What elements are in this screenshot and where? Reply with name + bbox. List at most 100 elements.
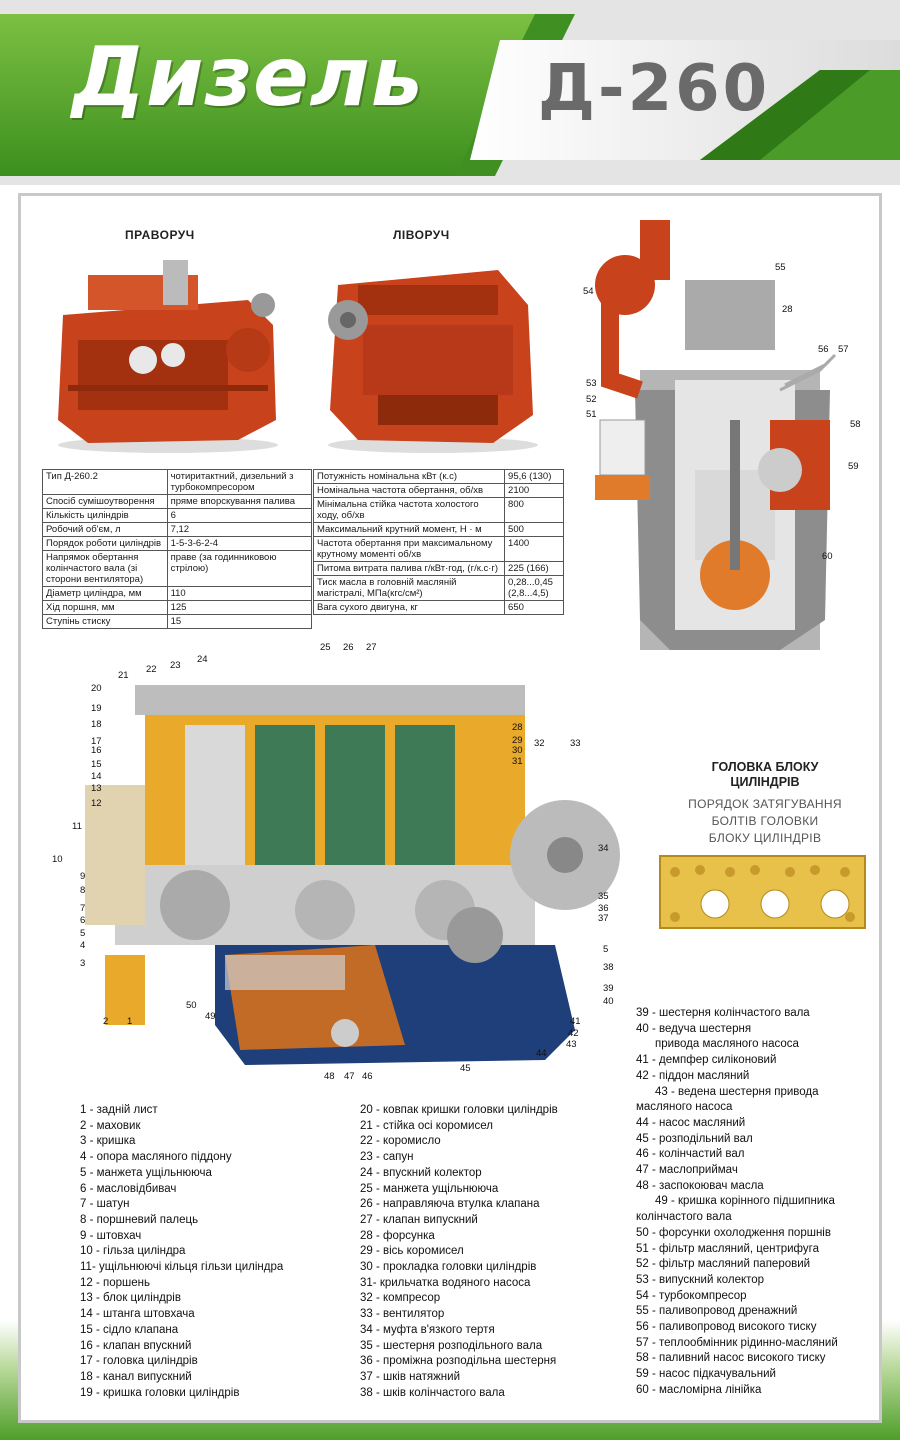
legend-item: 37 - шків натяжний [360,1370,461,1383]
spec-label: Вага сухого двигуна, кг [312,600,506,615]
callout-27: 27 [366,642,377,653]
callout-7: 7 [80,903,86,914]
spec-value: 0,28...0,45 (2,8...4,5) [504,575,564,601]
legend-item: масляного насоса [636,1101,733,1114]
callout-11: 11 [72,821,82,832]
callout-39: 39 [603,983,614,994]
legend-item: 59 - насос підкачувальний [636,1368,776,1381]
callout-33: 33 [570,738,581,749]
callout-19: 19 [91,703,102,714]
callout-34: 34 [598,843,609,854]
spec-label: Тип Д-260.2 [42,469,168,495]
callout-21: 21 [118,670,129,681]
spec-label: Потужність номінальна кВт (к.с) [312,469,506,484]
callout-28: 28 [512,722,523,733]
spec-value: чотиритактний, дизельний з турбокомпресо… [166,469,313,495]
spec-value: праве (за годинниковою стрілою) [166,550,313,587]
legend-item: 36 - проміжна розподільна шестерня [360,1355,557,1368]
legend-item: 60 - масломірна лінійка [636,1383,762,1396]
callout-56: 56 [818,344,829,355]
callout-20: 20 [91,683,102,694]
legend-item: 50 - форсунки охолодження поршнів [636,1226,831,1239]
legend-item: 45 - розподільний вал [636,1132,753,1145]
callout-16: 16 [91,745,102,756]
legend-item: 51 - фільтр масляний, центрифуга [636,1242,819,1255]
legend-item: 57 - теплообмінник рідинно-масляний [636,1336,838,1349]
legend-item: 8 - поршневий палець [80,1213,199,1226]
legend-item: 18 - канал випускний [80,1370,192,1383]
spec-value: пряме впорскування палива [166,494,313,509]
spec-value: 125 [166,600,313,615]
legend-item: 27 - клапан випускний [360,1213,478,1226]
legend-item: 44 - насос масляний [636,1116,746,1129]
legend-item: 22 - коромисло [360,1135,441,1148]
legend-item: 25 - манжета ущільнююча [360,1182,499,1195]
callout-38: 38 [603,962,614,973]
legend-item: 48 - заспокоювач масла [636,1179,764,1192]
legend-item: 21 - стійка осі коромисел [360,1119,493,1132]
legend-item: 40 - ведуча шестерня [636,1022,752,1035]
callout-12: 12 [91,798,102,809]
callout-41: 41 [570,1016,581,1027]
callout-13: 13 [91,783,102,794]
legend-item: 42 - піддон масляний [636,1069,750,1082]
cylinder-head-image [659,855,866,929]
legend-item: 23 - сапун [360,1151,414,1164]
callout-22: 22 [146,664,157,675]
spec-label: Номінальна частота обертання, об/хв [312,483,506,498]
callout-42: 42 [568,1028,579,1039]
callout-14: 14 [91,771,102,782]
callout-46: 46 [362,1071,373,1082]
callout-24: 24 [197,654,208,665]
view-label-left: ЛІВОРУЧ [393,228,450,242]
spec-label: Тиск масла в головній масляній магістрал… [312,575,506,601]
callout-15: 15 [91,759,102,770]
spec-value: 110 [166,586,313,601]
legend-item: 56 - паливопровод високого тиску [636,1321,817,1334]
spec-label: Мінімальна стійка частота холостого ходу… [312,497,506,523]
spec-label: Кількість циліндрів [42,508,168,523]
view-label-right: ПРАВОРУЧ [125,228,195,242]
legend-item: 7 - шатун [80,1198,130,1211]
callout-5: 5 [603,944,609,955]
legend-item: 10 - гільза циліндра [80,1245,186,1258]
head-block-subtitle: ПОРЯДОК ЗАТЯГУВАННЯ БОЛТІВ ГОЛОВКИ БЛОКУ… [688,797,842,845]
callout-40: 40 [603,996,614,1007]
spec-label: Максимальний крутний момент, Н · м [312,522,506,537]
callout-1: 1 [127,1016,133,1027]
legend-item: 12 - поршень [80,1276,150,1289]
legend-item: 33 - вентилятор [360,1308,445,1321]
callout-2: 2 [103,1016,109,1027]
spec-value: 95,6 (130) [504,469,564,484]
legend-item: 47 - маслоприймач [636,1164,738,1177]
callout-60: 60 [822,551,833,562]
spec-row: Мінімальна стійка частота холостого ходу… [312,497,564,523]
legend-item: 17 - головка циліндрів [80,1355,198,1368]
callout-35: 35 [598,891,609,902]
legend-item: 11- ущільнюючі кільця гільзи циліндра [80,1261,284,1274]
callout-18: 18 [91,719,102,730]
legend-item: колінчастого вала [636,1211,732,1224]
callout-5: 5 [80,928,86,939]
callout-37: 37 [598,913,609,924]
spec-value: 2100 [504,483,564,498]
legend-item: 2 - маховик [80,1119,141,1132]
legend-item: 39 - шестерня колінчастого вала [636,1007,810,1019]
spec-label: Робочий об'єм, л [42,522,168,537]
callout-8: 8 [80,885,86,896]
legend-item: привода масляного насоса [655,1038,799,1051]
legend-item: 16 - клапан впускний [80,1339,192,1352]
engine-right-view-image [58,260,278,453]
callout-26: 26 [343,642,354,653]
header-banner: Дизель Д-260 [0,0,900,185]
callout-45: 45 [460,1063,471,1074]
legend-column-3: 39 - шестерня колінчастого вала 40 - веду… [636,1006,838,1399]
spec-label: Частота обертання при максимальному крут… [312,536,506,562]
head-block-title: ГОЛОВКА БЛОКУ ЦИЛІНДРІВ [711,760,819,789]
